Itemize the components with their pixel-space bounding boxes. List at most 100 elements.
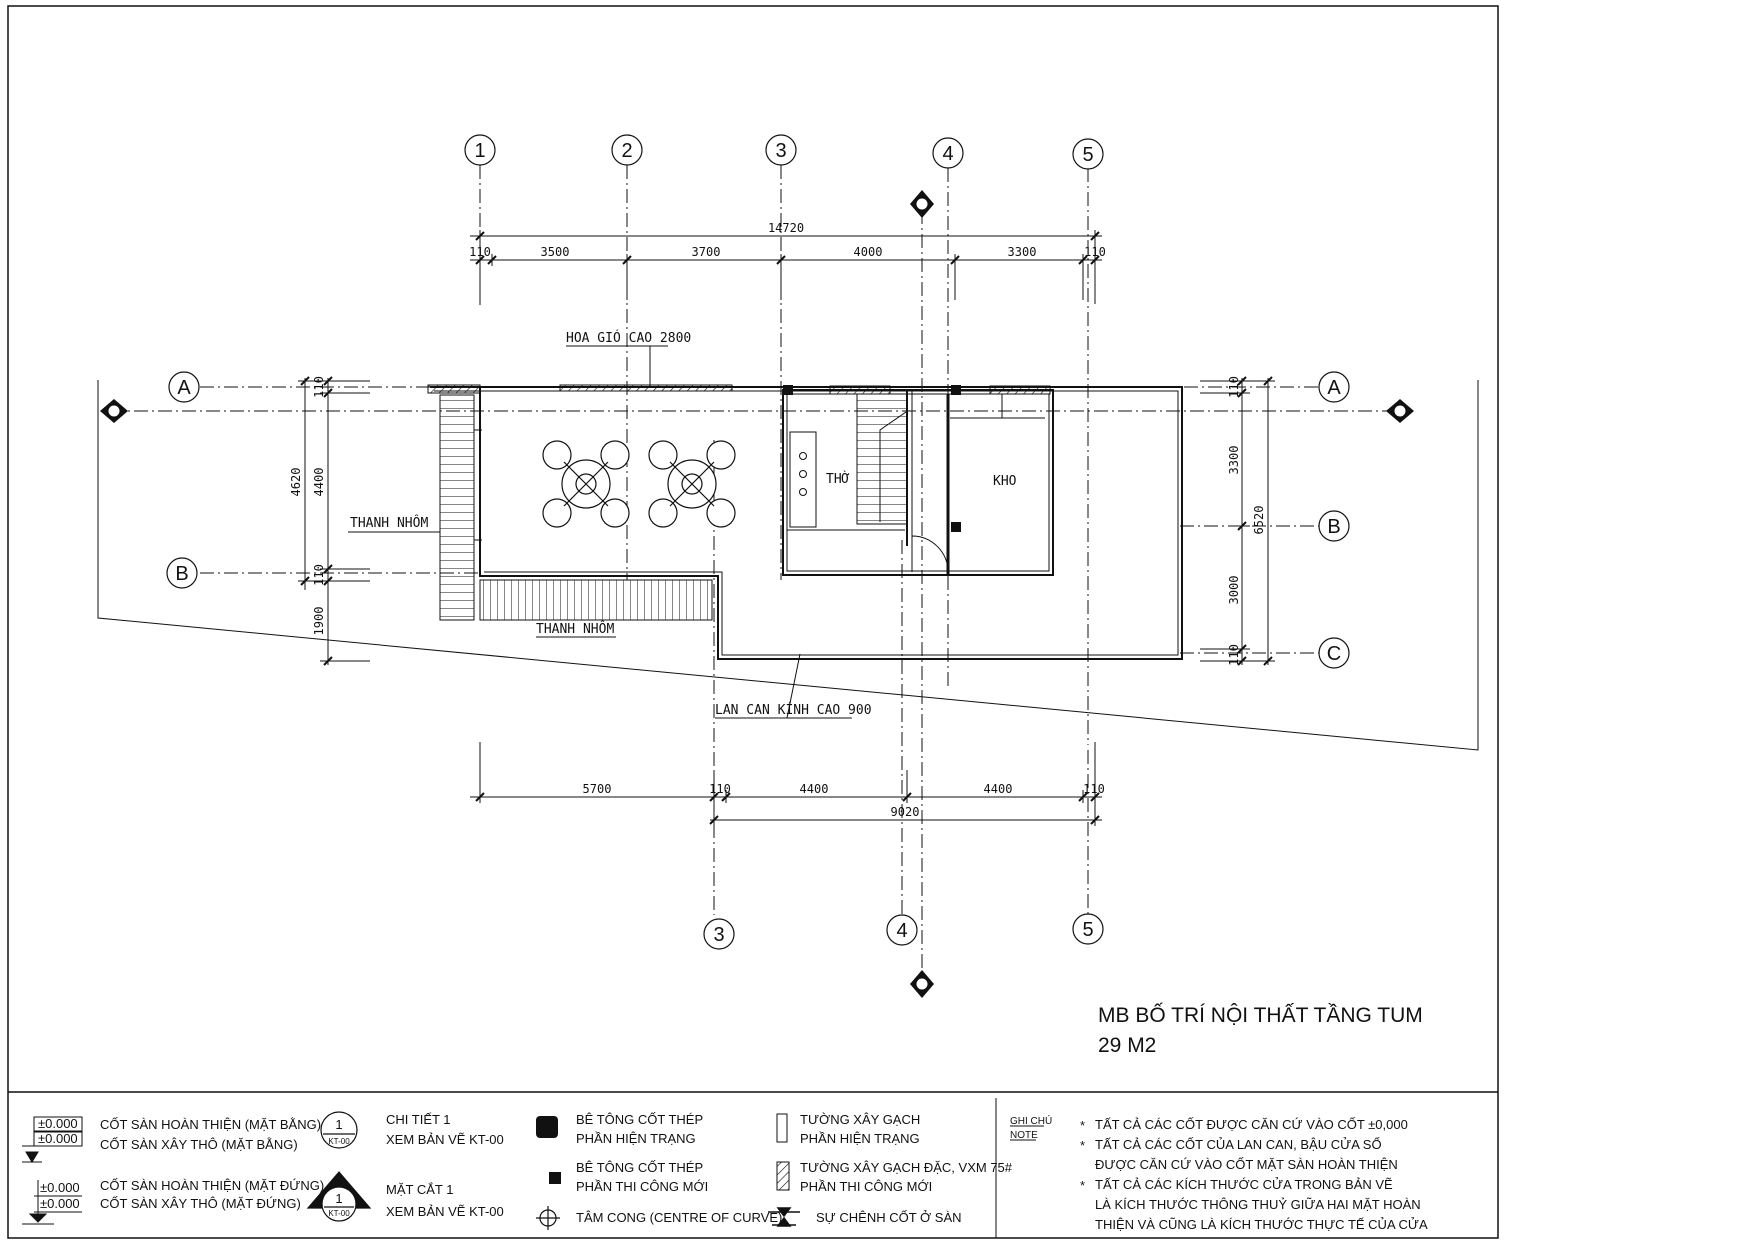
axis-bubble-4-bottom xyxy=(886,914,918,946)
dim-left-top: 110 xyxy=(312,376,326,398)
stair-arrow xyxy=(879,411,907,522)
dim-top-seg-2: 3700 xyxy=(692,245,721,259)
dim-top-start: 110 xyxy=(469,245,491,259)
legend-concrete-new-1: BÊ TÔNG CỐT THÉP xyxy=(576,1160,703,1175)
drawing-area: 29 M2 xyxy=(1098,1034,1156,1057)
level-symbol-elevation xyxy=(22,1180,82,1225)
legend-level-difference: SỰ CHÊNH CỐT Ở SÀN xyxy=(816,1210,962,1225)
section-marker-left xyxy=(100,399,128,423)
label-lan-can: LAN CAN KÍNH CAO 900 xyxy=(715,702,872,718)
dim-top-seg-3: 4000 xyxy=(854,245,883,259)
note-item-6: THIỆN VÀ CŨNG LÀ KÍCH THƯỚC THỰC TẾ CỦA … xyxy=(1095,1217,1428,1232)
section-symbol xyxy=(306,1171,372,1222)
dim-bottom-seg-c: 4400 xyxy=(800,782,829,796)
axis-bubble-a-left xyxy=(168,371,200,403)
legend-finish-elev: CỐT SÀN HOÀN THIỆN (MẶT ĐỨNG) xyxy=(100,1178,324,1193)
dimension-ticks-bottom xyxy=(475,792,1100,825)
sheet-border xyxy=(7,5,1499,1239)
legend-section-2: XEM BẢN VẼ KT-00 xyxy=(386,1204,504,1219)
drawing-title: MB BỐ TRÍ NỘI THẤT TẦNG TUM xyxy=(1098,1003,1423,1027)
concrete-existing-symbol xyxy=(536,1116,558,1138)
axis-bubble-b-left xyxy=(166,557,198,589)
axis-bubble-1-top xyxy=(464,134,496,166)
concrete-column xyxy=(951,522,961,532)
axis-label-3-top: 3 xyxy=(775,140,786,162)
dim-right-upper: 3300 xyxy=(1227,446,1241,475)
axis-label-b-right: B xyxy=(1327,516,1340,538)
grid-lines xyxy=(110,165,1390,968)
axis-label-5-bottom: 5 xyxy=(1082,919,1093,941)
dim-right-bottom: 110 xyxy=(1227,644,1241,666)
axis-label-2-top: 2 xyxy=(621,140,632,162)
legend-centre-curve: TÂM CONG (CENTRE OF CURVE) xyxy=(576,1210,782,1225)
axis-bubble-4-top xyxy=(932,137,964,169)
axis-label-1-top: 1 xyxy=(474,140,485,162)
aluminium-railing-left xyxy=(439,394,475,621)
axis-bubble-a-right xyxy=(1318,371,1350,403)
room-walls xyxy=(782,389,1054,576)
dim-bottom-seg-b: 110 xyxy=(709,782,731,796)
detail-symbol xyxy=(320,1111,358,1149)
altar-shelf xyxy=(789,431,817,528)
note-item-2: TẤT CẢ CÁC CỐT CỦA LAN CAN, BẬU CỬA SỔ xyxy=(1095,1137,1382,1152)
axis-label-b-left: B xyxy=(175,563,188,585)
dim-bottom-seg-a: 5700 xyxy=(583,782,612,796)
aluminium-railing-bottom xyxy=(479,579,713,621)
notes-header-2: NOTE xyxy=(1010,1130,1038,1141)
level-tag-finish-elev: ±0.000 xyxy=(40,1180,80,1195)
altar-item xyxy=(799,470,807,478)
altar-item xyxy=(799,488,807,496)
legend-detail-2: XEM BẢN VẼ KT-00 xyxy=(386,1132,504,1147)
dining-set-2 xyxy=(648,440,736,528)
wall-segment xyxy=(829,385,891,395)
altar-item xyxy=(799,452,807,460)
axis-bubble-5-bottom xyxy=(1072,913,1104,945)
legend-finish-plan: CỐT SÀN HOÀN THIỆN (MẶT BẰNG) xyxy=(100,1117,321,1132)
label-hoa-gio: HOA GIÓ CAO 2800 xyxy=(566,330,691,346)
axis-bubble-b-right xyxy=(1318,510,1350,542)
staircase xyxy=(856,393,908,525)
axis-label-3-bottom: 3 xyxy=(713,924,724,946)
notes-header-1: GHI CHÚ xyxy=(1010,1114,1052,1127)
section-symbol-number: 1 xyxy=(335,1191,342,1206)
label-room-kho: KHO xyxy=(993,474,1017,489)
dim-left-bottom: 1900 xyxy=(312,607,326,636)
vent-block-wall xyxy=(559,384,733,392)
axis-bubble-3-top xyxy=(765,134,797,166)
centre-curve-icon xyxy=(536,1206,560,1230)
axis-label-a-right: A xyxy=(1327,377,1341,399)
axis-bubble-c-right xyxy=(1318,637,1350,669)
axis-bubble-3-bottom xyxy=(703,918,735,950)
legend-concrete-existing-2: PHẦN HIỆN TRẠNG xyxy=(576,1131,696,1146)
section-symbol-ref: KT-00 xyxy=(328,1209,350,1218)
brick-existing-symbol xyxy=(776,1113,788,1143)
dimension-lines-top xyxy=(470,230,1102,304)
axis-bubble-2-top xyxy=(611,134,643,166)
legend-detail-1: CHI TIẾT 1 xyxy=(386,1112,451,1127)
label-thanh-nhom-1: THANH NHÔM xyxy=(350,515,428,531)
dining-set-1 xyxy=(542,440,630,528)
dim-top-end: 110 xyxy=(1084,245,1106,259)
legend-brick-new-2: PHẦN THI CÔNG MỚI xyxy=(800,1179,932,1194)
dim-left-mid: 110 xyxy=(312,564,326,586)
note-item-5: LÀ KÍCH THƯỚC THÔNG THUỶ GIỮA HAI MẶT HO… xyxy=(1095,1197,1421,1212)
legend-brick-existing-1: TƯỜNG XÂY GẠCH xyxy=(800,1112,920,1127)
leader-lines xyxy=(348,345,852,719)
dim-right-top: 110 xyxy=(1227,376,1241,398)
legend-concrete-existing-1: BÊ TÔNG CỐT THÉP xyxy=(576,1112,703,1127)
concrete-column xyxy=(951,385,961,395)
label-room-tho: THỜ xyxy=(826,471,850,487)
wall-segment xyxy=(427,384,481,394)
axis-label-c-right: C xyxy=(1327,643,1341,665)
label-thanh-nhom-2: THANH NHÔM xyxy=(536,621,614,637)
dim-right-outer: 6520 xyxy=(1252,506,1266,535)
dim-right-lower: 3000 xyxy=(1227,576,1241,605)
legend-brick-new-1: TƯỜNG XÂY GẠCH ĐẶC, VXM 75# xyxy=(800,1160,1013,1175)
dim-left-inner: 4400 xyxy=(312,468,326,497)
dimension-ticks-left xyxy=(300,376,333,666)
wall-segment xyxy=(989,385,1051,395)
concrete-new-symbol xyxy=(549,1172,561,1184)
level-symbol-plan xyxy=(22,1116,83,1163)
note-item-3: ĐƯỢC CĂN CỨ VÀO CỐT MẶT SÀN HOÀN THIỆN xyxy=(1095,1157,1398,1172)
